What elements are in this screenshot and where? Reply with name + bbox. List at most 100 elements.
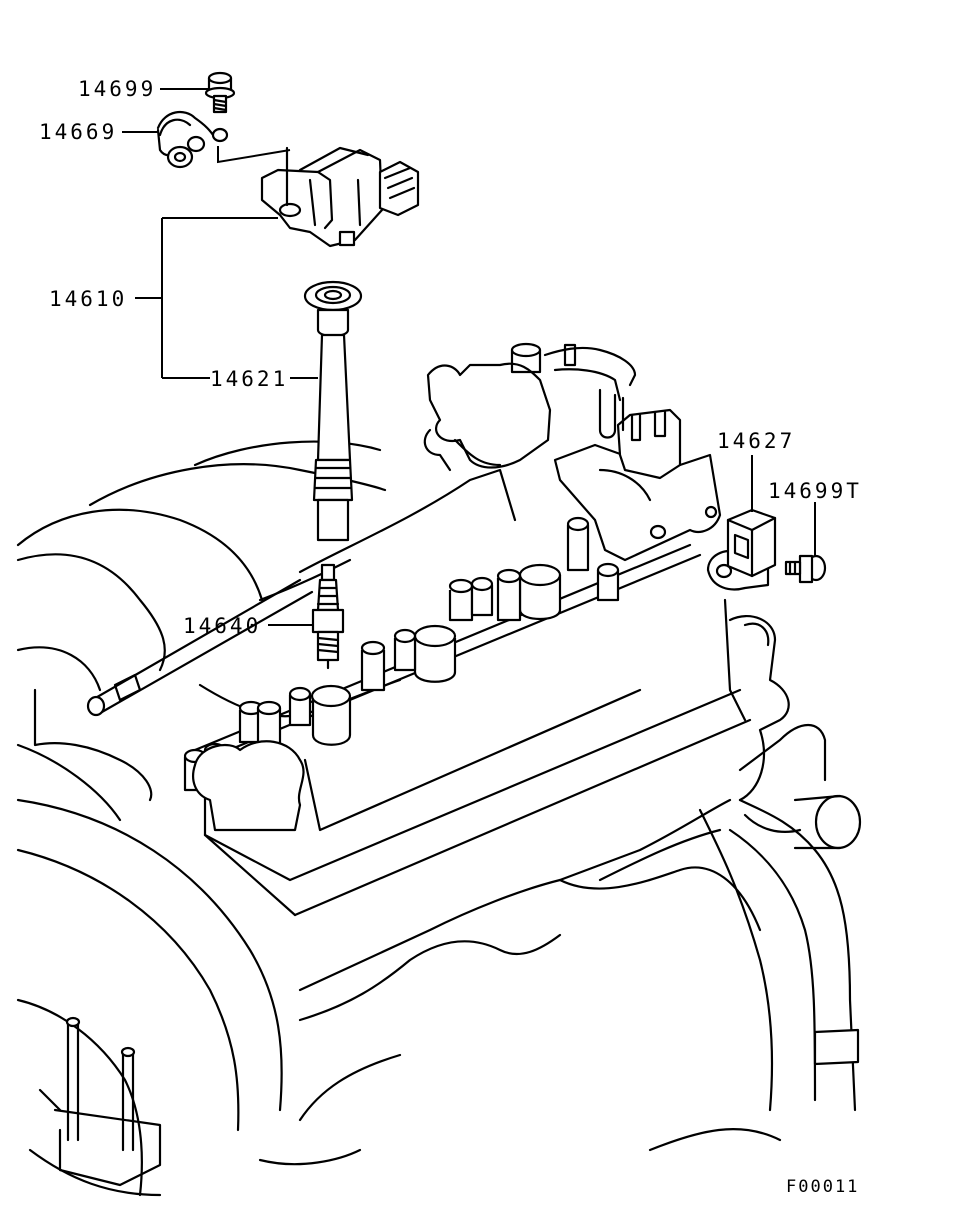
hose-elbow [743, 813, 802, 833]
block-edge-2 [298, 933, 562, 1022]
timing-cover-3 [738, 724, 827, 782]
intake-runner-3 [16, 508, 264, 602]
intake-runner-outer [193, 440, 382, 467]
hose-outlet [814, 794, 862, 850]
block-edge-4 [258, 1148, 362, 1166]
block-edge-8 [648, 1128, 782, 1152]
sensor-bolt-thread [788, 560, 797, 576]
hose-outlet-body [793, 794, 842, 850]
figure-code: F00011 [786, 1177, 859, 1197]
oil-filler-cap [192, 740, 305, 832]
rear-connector-detail [630, 410, 667, 442]
label-14621[interactable]: 14621 [210, 367, 288, 391]
valve-cover-flange [203, 688, 742, 882]
coil-connector-detail [383, 166, 416, 200]
bracket-hole [649, 524, 667, 540]
valve-cover-back [298, 468, 517, 574]
boot-tube [316, 333, 352, 462]
valve-cover-front-right [723, 598, 747, 722]
rear-head-ports [423, 428, 502, 472]
boss-7 [470, 585, 494, 617]
boss-9 [566, 525, 590, 572]
boss-12-top [596, 562, 620, 578]
block-edge-3 [298, 1053, 402, 1122]
rear-connector [616, 408, 682, 480]
label-14669[interactable]: 14669 [39, 120, 117, 144]
coil-rib-3 [356, 178, 362, 227]
rear-head [426, 362, 552, 469]
boss-6-top [448, 578, 474, 594]
harness-terminal-1-hole [173, 151, 187, 163]
block-edge-5 [598, 828, 722, 882]
rear-bracket-2 [598, 468, 652, 502]
injector-post-2 [121, 1048, 135, 1152]
plug-thread-lines [316, 636, 340, 654]
engine-drawing [16, 342, 862, 1197]
coil-top-edge [298, 146, 370, 172]
plug-tubes [310, 563, 562, 746]
manifold-lower-curve [16, 798, 283, 1112]
boss-9-top [566, 516, 590, 532]
leader-lines [122, 88, 816, 626]
bolt-14699[interactable] [204, 71, 236, 114]
coil-mount-hole [278, 202, 302, 218]
boot-tip [316, 498, 350, 542]
label-14640[interactable]: 14640 [183, 614, 261, 638]
fuel-rail-end [86, 695, 106, 717]
boot-collar [316, 308, 350, 338]
boss-6 [448, 590, 474, 622]
boss-8-top [496, 568, 522, 584]
manifold-lower-curve-3 [16, 998, 143, 1197]
injector-cap-1 [65, 1016, 81, 1028]
plug-ribs [316, 586, 340, 606]
valve-cover-back-2 [258, 558, 352, 602]
block-edge-6 [558, 866, 762, 932]
intake-runner-4 [16, 553, 166, 672]
label-14699T[interactable]: 14699T [768, 479, 862, 503]
boss-5-top [393, 628, 417, 644]
spark-plug-14640[interactable] [311, 563, 345, 670]
harness-wire [156, 110, 217, 140]
fuel-rail-clip [113, 673, 142, 702]
injector-base-2 [28, 1088, 162, 1197]
sensor-bolt-14699T[interactable] [784, 554, 827, 584]
harness-terminal-2 [186, 135, 206, 153]
rear-harness-2 [553, 368, 622, 402]
boss-4-top [360, 640, 386, 656]
injector-post-1 [66, 1018, 80, 1142]
boot-rings [314, 466, 352, 490]
coil-body [260, 148, 384, 248]
ground-harness-14669[interactable] [156, 110, 229, 169]
plug-tube-2 [413, 638, 457, 683]
intake-runner-2 [88, 463, 387, 507]
valve-cover-inner [303, 688, 642, 832]
rear-head-bolt-top [510, 342, 542, 358]
boss-4 [360, 650, 386, 692]
harness-wire-2 [158, 118, 192, 137]
boss-3 [288, 695, 312, 727]
intake-runner-5 [16, 646, 102, 692]
spark-plug-cable-14621[interactable] [303, 280, 363, 542]
rear-harness [543, 346, 637, 387]
right-plate-2 [743, 622, 770, 647]
bracket-hole-2 [704, 505, 718, 519]
plug-terminal [320, 563, 336, 582]
harness-terminal-1 [166, 145, 194, 169]
sensor-bolt-shank [784, 560, 802, 576]
right-plate [728, 615, 790, 802]
plug-tube-2-top [413, 624, 457, 648]
label-14627[interactable]: 14627 [717, 429, 795, 453]
boot-mid [312, 458, 354, 502]
sensor-14627[interactable] [706, 508, 777, 591]
coil-rib-2 [308, 178, 317, 227]
coil-nipple [338, 230, 356, 247]
boot-top-core [323, 289, 343, 301]
label-14610[interactable]: 14610 [49, 287, 127, 311]
harness-terminal-3 [211, 127, 229, 143]
valve-cover-front-bottom [293, 718, 752, 917]
ignition-coil-14610[interactable] [260, 146, 420, 248]
label-14699[interactable]: 14699 [78, 77, 156, 101]
leader-14669-stud [217, 146, 291, 164]
rear-bracket [553, 443, 722, 562]
